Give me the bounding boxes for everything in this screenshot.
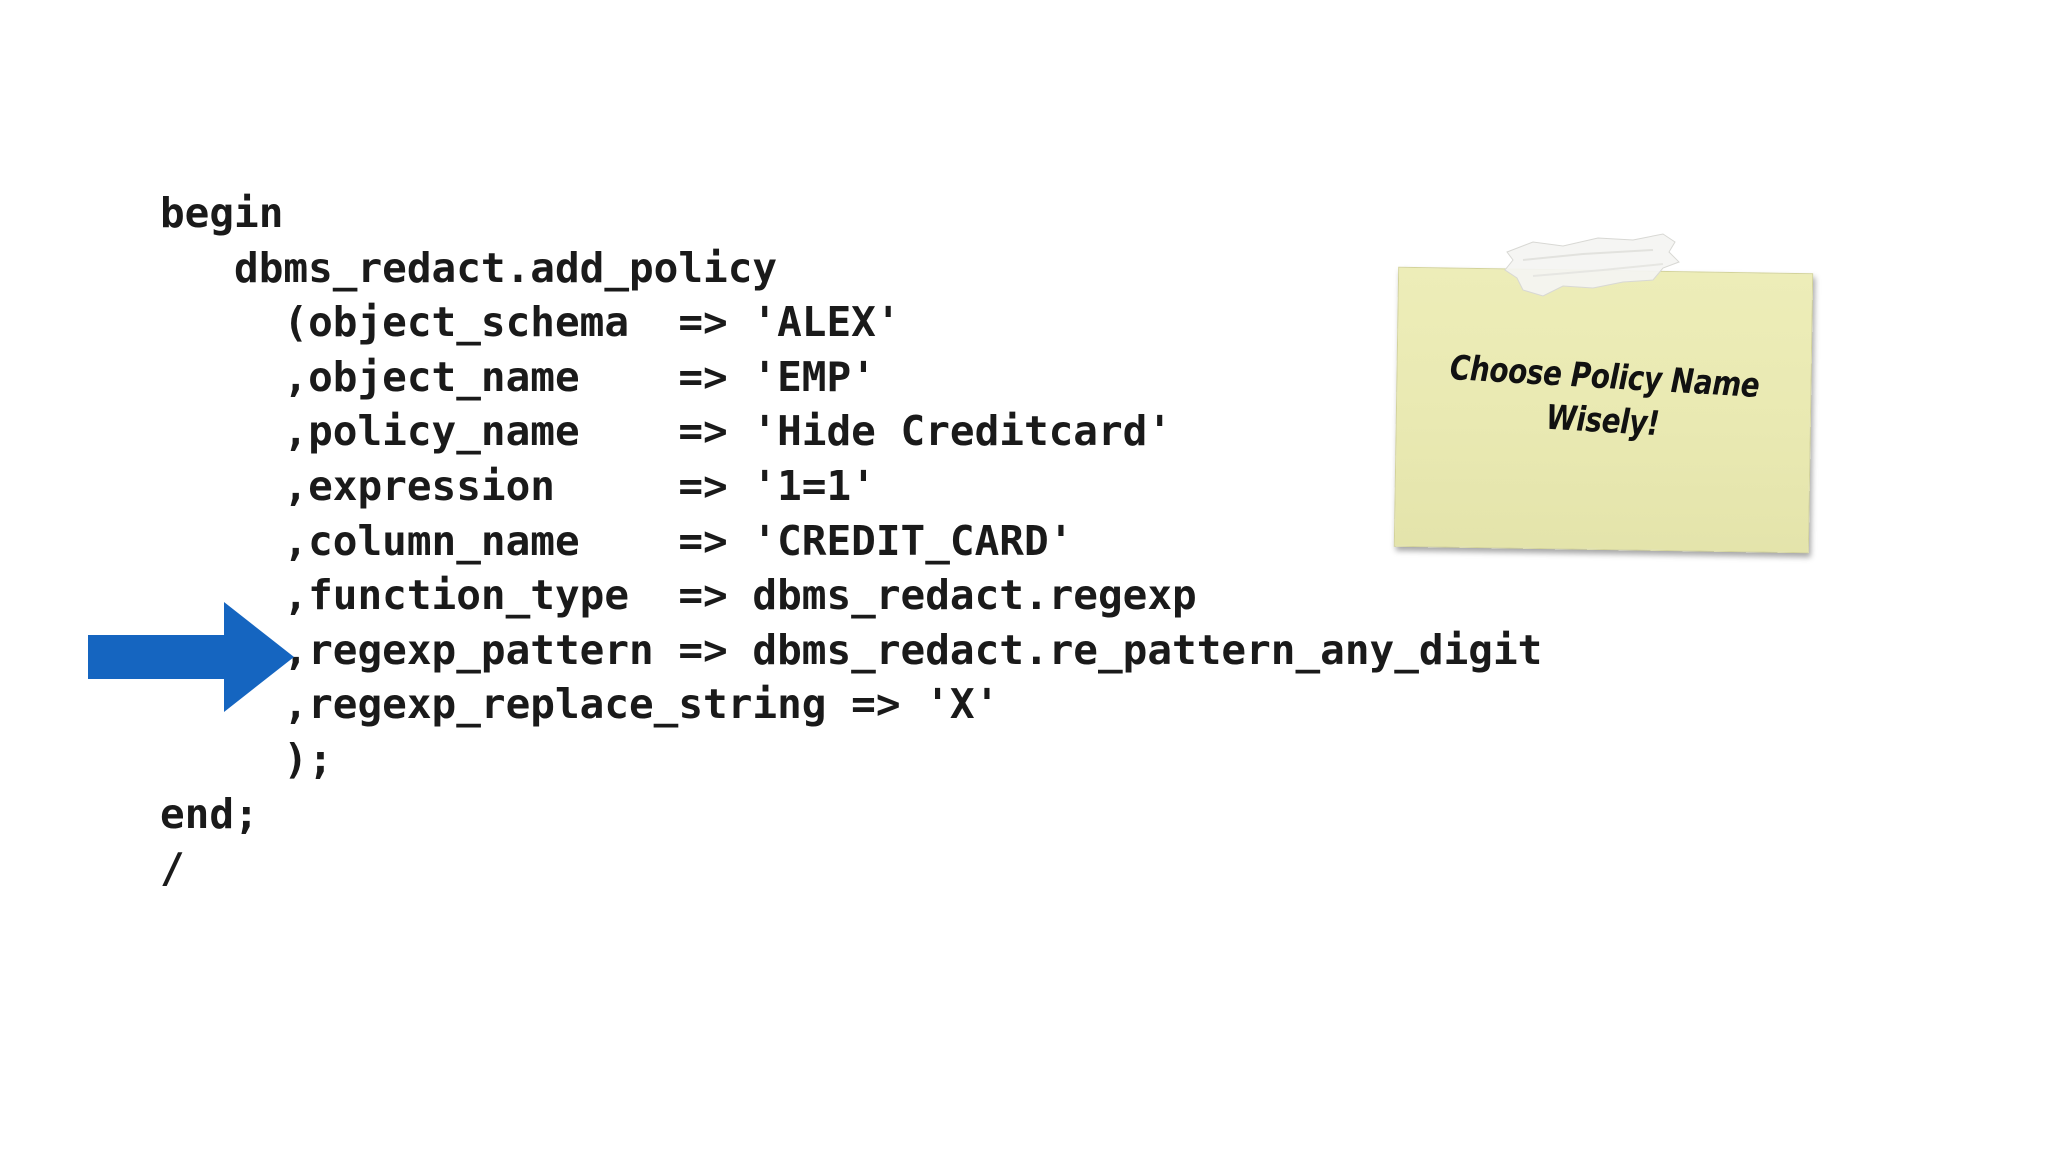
- code-line-end: end;: [160, 789, 259, 838]
- sticky-note: Choose Policy Name Wisely!: [1388, 230, 1828, 570]
- right-arrow-icon: [88, 602, 294, 712]
- tape-icon: [1504, 233, 1680, 297]
- code-line-add-policy: dbms_redact.add_policy: [160, 243, 778, 292]
- code-line-regexp-pattern: ,regexp_pattern => dbms_redact.re_patter…: [160, 625, 1543, 674]
- code-block: begin dbms_redact.add_policy (object_sch…: [160, 186, 1542, 896]
- code-line-begin: begin: [160, 189, 284, 237]
- sticky-note-paper: Choose Policy Name Wisely!: [1393, 266, 1814, 554]
- code-line-object-name: ,object_name => 'EMP': [160, 352, 876, 401]
- code-line-close-paren: );: [160, 734, 333, 783]
- sticky-note-text: Choose Policy Name Wisely!: [1433, 345, 1775, 453]
- code-line-expression: ,expression => '1=1': [160, 461, 876, 510]
- code-line-column-name: ,column_name => 'CREDIT_CARD': [160, 516, 1074, 565]
- code-line-slash: /: [160, 844, 185, 893]
- code-line-regexp-replace-string: ,regexp_replace_string => 'X': [160, 680, 1000, 729]
- code-line-object-schema: (object_schema => 'ALEX': [160, 298, 901, 347]
- code-line-policy-name: ,policy_name => 'Hide Creditcard': [160, 407, 1173, 456]
- code-line-function-type: ,function_type => dbms_redact.regexp: [160, 571, 1197, 620]
